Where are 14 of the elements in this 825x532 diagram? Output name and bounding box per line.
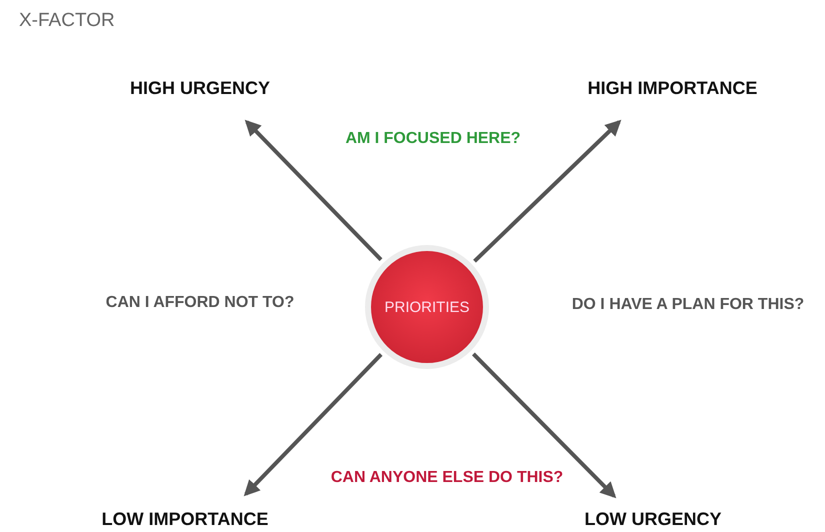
arrow <box>473 120 622 263</box>
arrow <box>244 353 383 496</box>
title: X-FACTOR <box>19 10 115 32</box>
circle-label: PRIORITIES <box>384 298 470 316</box>
axis-label: LOW IMPORTANCE <box>102 509 268 530</box>
question-text: CAN ANYONE ELSE DO THIS? <box>330 469 564 487</box>
axis-label: LOW URGENCY <box>584 509 722 530</box>
arrow <box>472 352 616 498</box>
question-text: DO I HAVE A PLAN FOR THIS? <box>572 296 804 314</box>
arrow <box>244 120 382 262</box>
question-text: CAN I AFFORD NOT TO? <box>106 294 294 312</box>
question-text: AM I FOCUSED HERE? <box>345 130 521 148</box>
axis-label: HIGH IMPORTANCE <box>588 78 758 99</box>
axis-label: HIGH URGENCY <box>130 78 270 99</box>
